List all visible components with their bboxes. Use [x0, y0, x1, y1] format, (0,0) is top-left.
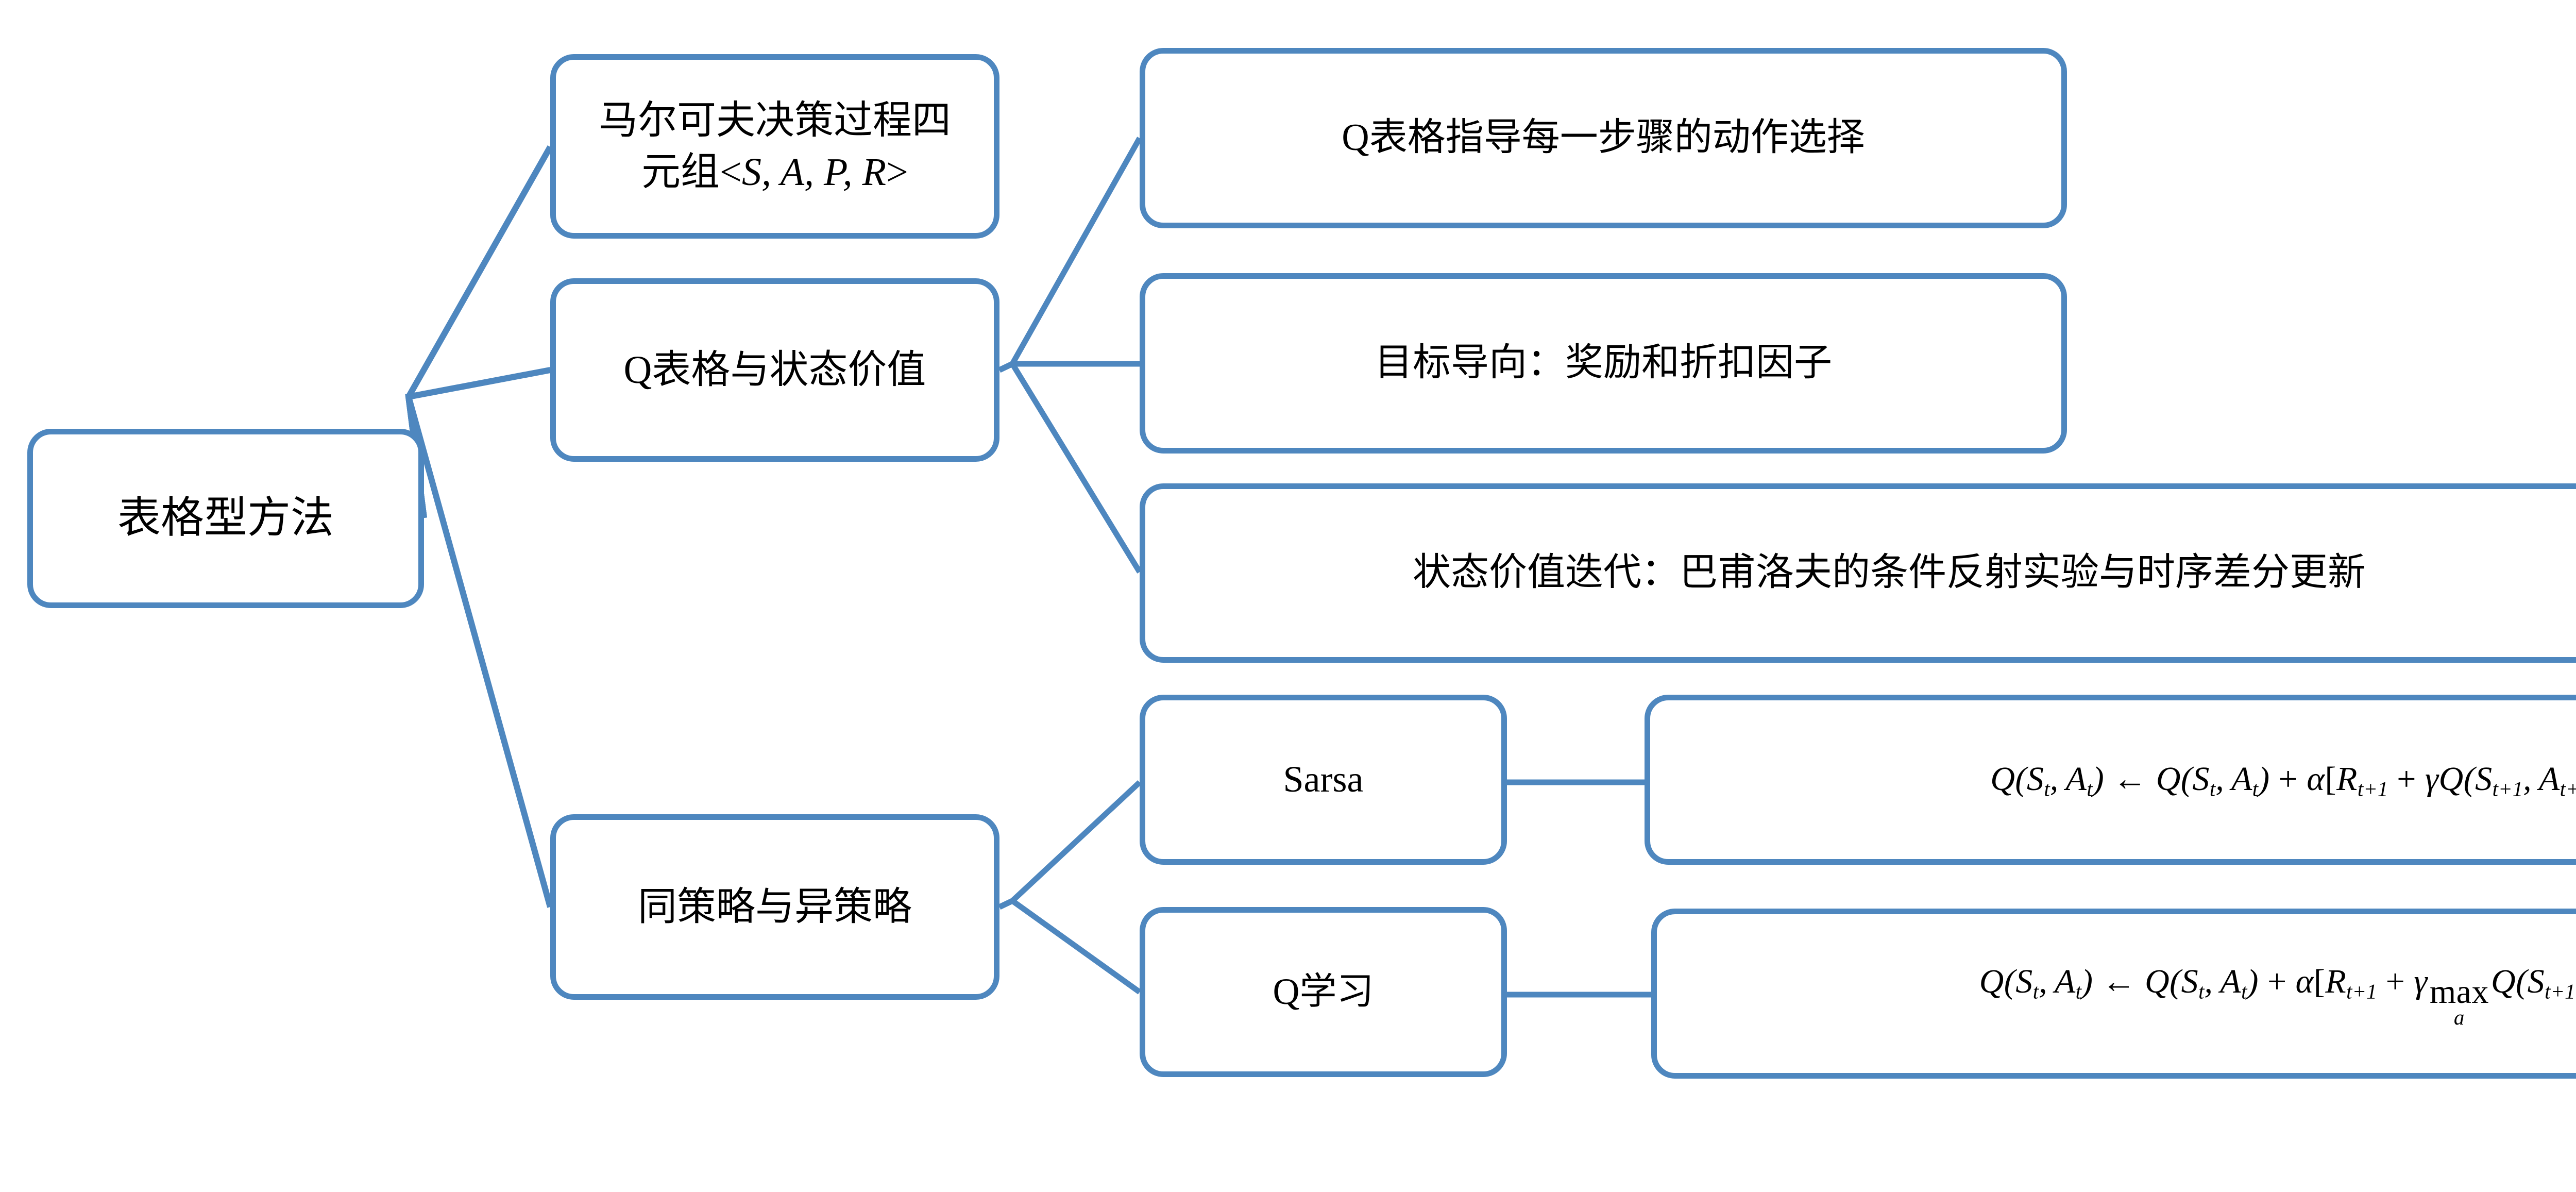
edge-qtable-to-child3 [998, 360, 1142, 574]
edge-policy-to-sarsa [998, 780, 1142, 910]
root-node[interactable]: 表格型方法 [27, 429, 424, 608]
branch-label-qtable: Q表格与状态价值 [623, 348, 926, 392]
branch-label-policy: 同策略与异策略 [638, 885, 912, 929]
edge-policy-to-qlearning [998, 897, 1142, 995]
branch-node-policy[interactable]: 同策略与异策略 [550, 814, 999, 1000]
leaf-label-qtable-guides-action: Q表格指导每一步骤的动作选择 [1342, 116, 1865, 159]
edge-qtable-to-child1 [998, 137, 1142, 373]
leaf-label-goal-oriented: 目标导向：奖励和折扣因子 [1375, 342, 1832, 384]
leaf-label-sarsa: Sarsa [1283, 759, 1364, 800]
edge-qtable-to-child2 [998, 361, 1140, 373]
root-label: 表格型方法 [117, 494, 334, 542]
branch-node-mdp[interactable]: 马尔可夫决策过程四 元组<S, A, P, R> [550, 54, 999, 239]
leaf-node-goal-oriented[interactable]: 目标导向：奖励和折扣因子 [1140, 273, 2067, 454]
edge-root-to-mdp [405, 145, 553, 518]
mdp-line-2-prefix: 元组< [641, 150, 742, 194]
branch-node-qtable[interactable]: Q表格与状态价值 [550, 278, 999, 462]
leaf-label-state-value-iteration: 状态价值迭代：巴甫洛夫的条件反射实验与时序差分更新 [1413, 551, 2366, 594]
leaf-node-sarsa[interactable]: Sarsa [1140, 695, 1507, 865]
branch-label-mdp: 马尔可夫决策过程四 元组<S, A, P, R> [599, 95, 951, 198]
leaf-label-qlearning: Q学习 [1273, 971, 1374, 1013]
mdp-line-1: 马尔可夫决策过程四 [599, 98, 951, 142]
leaf-node-qlearning[interactable]: Q学习 [1140, 907, 1507, 1077]
leaf-node-qtable-guides-action[interactable]: Q表格指导每一步骤的动作选择 [1140, 48, 2067, 228]
leaf-node-state-value-iteration[interactable]: 状态价值迭代：巴甫洛夫的条件反射实验与时序差分更新 [1140, 483, 2576, 663]
formula-sarsa: Q(St, At) ← Q(St, At) + α[Rt+1 + γQ(St+1… [1990, 760, 2576, 801]
edge-root-to-policy [405, 396, 553, 908]
mdp-tuple: S, A, P, R [741, 150, 887, 194]
mdp-line-2-suffix: > [886, 150, 908, 194]
edge-root-to-qtable [405, 367, 551, 518]
formula-node-sarsa[interactable]: Q(St, At) ← Q(St, At) + α[Rt+1 + γQ(St+1… [1645, 695, 2576, 865]
